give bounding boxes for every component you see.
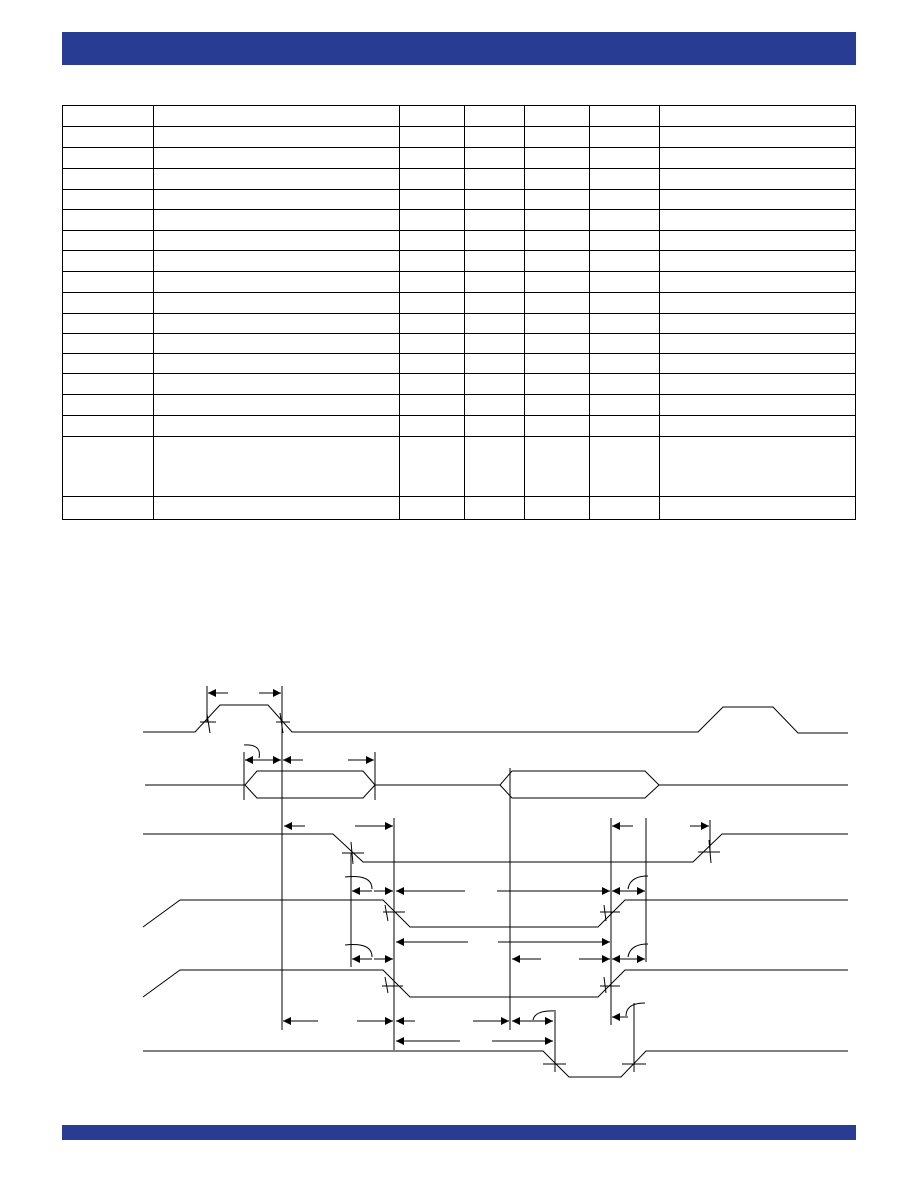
timing-curl [243, 744, 260, 759]
signal-4-marker [384, 904, 389, 922]
signal-2-waveform [145, 770, 848, 786]
signal-5-marker [384, 976, 389, 994]
timing-curl [532, 1010, 557, 1021]
signal-2-bus-bottom [244, 784, 376, 799]
header-bar [62, 32, 856, 65]
timing-curl [344, 876, 373, 890]
table-border [62, 105, 856, 520]
footer-bar [62, 1125, 856, 1140]
signal-5-marker [603, 976, 607, 994]
timing-curl [625, 1002, 646, 1017]
signal-4-marker [603, 904, 607, 922]
signal-3-marker [350, 841, 354, 865]
signal-4-waveform [142, 899, 848, 928]
spec-table [62, 105, 856, 520]
timing-curl [627, 875, 649, 890]
signal-5-waveform [142, 969, 848, 998]
signal-6-waveform [143, 1050, 848, 1078]
timing-curl [344, 944, 373, 958]
timing-diagram [142, 686, 848, 1078]
signal-1-waveform [143, 704, 848, 734]
signal-3-waveform [143, 833, 848, 863]
timing-curl [627, 943, 649, 958]
signal-2-bus-bottom [499, 784, 660, 799]
